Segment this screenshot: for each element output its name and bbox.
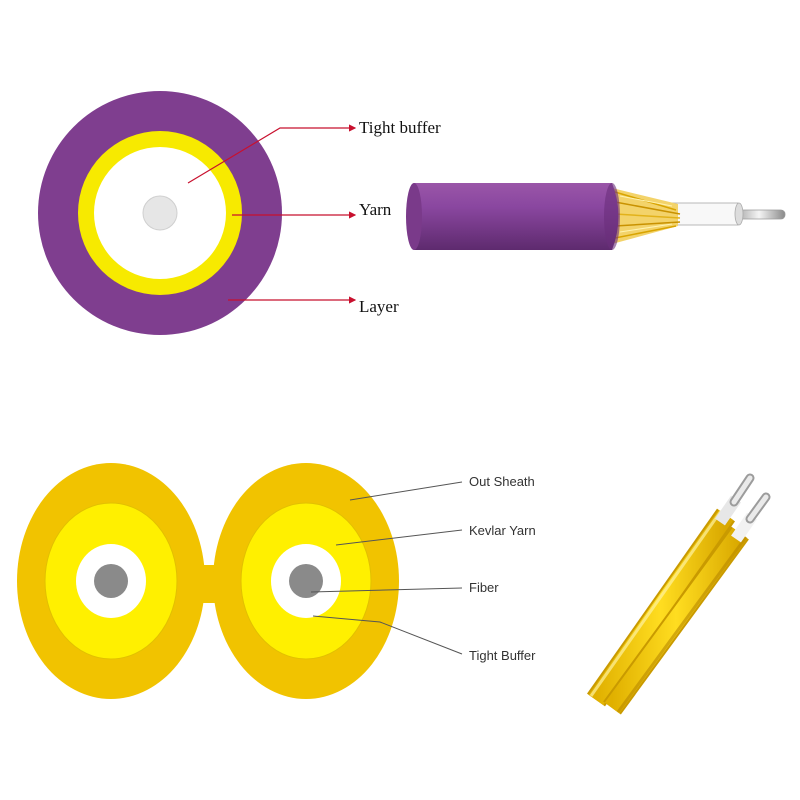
simplex-side-jacket bbox=[414, 183, 619, 250]
label-kevlar-yarn: Kevlar Yarn bbox=[469, 523, 536, 538]
duplex-cable-perspective-view bbox=[586, 473, 771, 715]
label-fiber: Fiber bbox=[469, 580, 499, 595]
leader-out-sheath bbox=[349, 481, 463, 501]
simplex-side-buffer bbox=[669, 202, 742, 226]
label-out-sheath: Out Sheath bbox=[469, 474, 535, 489]
label-tight-buffer: Tight buffer bbox=[359, 118, 441, 137]
label-layer: Layer bbox=[359, 297, 399, 316]
duplex-right-fiber bbox=[289, 564, 323, 598]
duplex-left-yarn-edge bbox=[44, 502, 178, 660]
simplex-fiber-core bbox=[142, 195, 178, 231]
leader-tight-buffer bbox=[187, 124, 357, 184]
simplex-cable-side-view bbox=[406, 183, 786, 250]
duplex-perspective-right-cable bbox=[603, 492, 771, 715]
duplex-right-yarn-edge bbox=[240, 502, 372, 660]
leader-tight-buffer-duplex bbox=[312, 615, 463, 655]
simplex-cross-section bbox=[38, 91, 282, 335]
label-tight-buffer-duplex: Tight Buffer bbox=[469, 648, 536, 663]
simplex-side-yarn bbox=[612, 188, 681, 244]
duplex-perspective-left-cable bbox=[586, 473, 755, 707]
leader-kevlar-yarn bbox=[335, 529, 463, 546]
duplex-cross-section bbox=[17, 463, 399, 699]
duplex-left-fiber bbox=[94, 564, 128, 598]
label-yarn: Yarn bbox=[359, 200, 392, 219]
leader-fiber bbox=[310, 587, 463, 593]
duplex-leaders bbox=[310, 481, 463, 655]
simplex-leaders bbox=[187, 124, 357, 304]
